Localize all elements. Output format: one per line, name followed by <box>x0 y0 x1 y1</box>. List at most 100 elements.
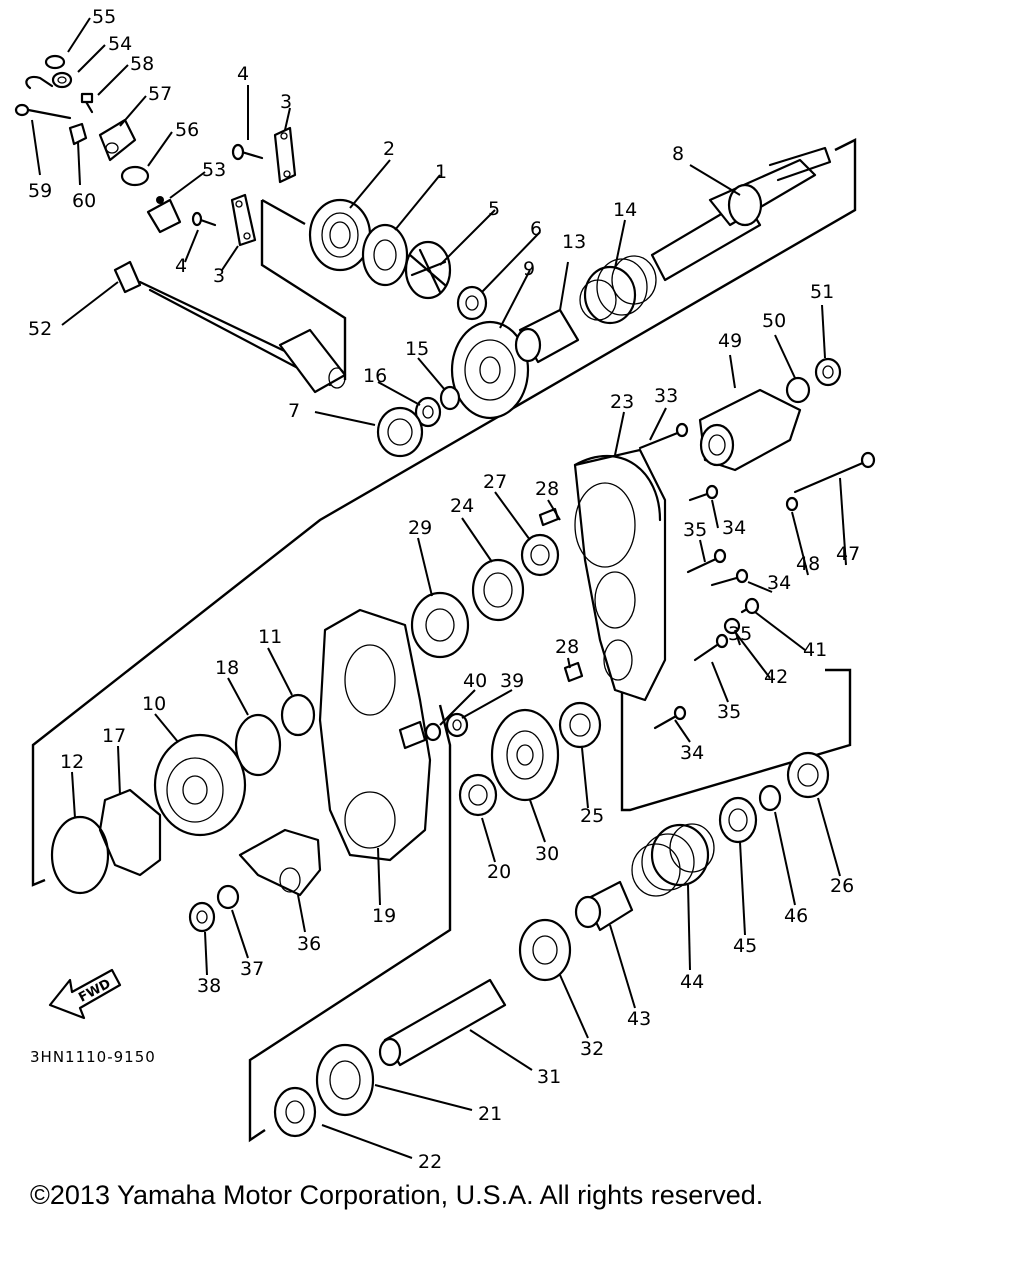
callout: 42 <box>764 666 788 688</box>
callout: 45 <box>733 935 757 957</box>
drive-shaft-group <box>450 146 832 420</box>
callout: 8 <box>672 143 684 165</box>
leader-line <box>839 477 847 566</box>
leader-line <box>674 719 691 743</box>
callout: 11 <box>258 626 282 648</box>
leader-line <box>439 689 476 726</box>
callout: 9 <box>523 258 535 280</box>
callout: 34 <box>767 572 791 594</box>
leader-line <box>689 164 741 196</box>
callout: 6 <box>530 218 542 240</box>
callout: 47 <box>836 543 860 565</box>
callout: 4 <box>175 255 187 277</box>
leader-line <box>119 95 147 127</box>
leader-line <box>377 381 421 406</box>
callout: 10 <box>142 693 166 715</box>
case-cover <box>573 448 667 702</box>
leader-line <box>481 231 541 293</box>
leader-line <box>117 745 121 796</box>
callout: 51 <box>810 281 834 303</box>
callout: 26 <box>830 875 854 897</box>
callout: 34 <box>680 742 704 764</box>
callout: 32 <box>580 1038 604 1060</box>
callout: 41 <box>803 639 827 661</box>
callout: 35 <box>717 701 741 723</box>
leader-line <box>297 894 306 933</box>
small-bearings <box>376 385 461 458</box>
callout: 29 <box>408 517 432 539</box>
callout: 28 <box>535 478 559 500</box>
callout: 49 <box>718 330 742 352</box>
shift-shaft <box>113 196 347 394</box>
callout: 24 <box>450 495 474 517</box>
leader-line <box>71 771 76 819</box>
callout: 12 <box>60 751 84 773</box>
callout: 46 <box>784 905 808 927</box>
leader-line <box>821 304 826 359</box>
mid-upper-parts <box>410 507 584 683</box>
callout: 15 <box>405 338 429 360</box>
callout: 30 <box>535 843 559 865</box>
callout: 16 <box>363 365 387 387</box>
leader-line <box>729 354 736 389</box>
callout: 59 <box>28 180 52 202</box>
leader-line <box>609 924 636 1009</box>
leader-line <box>559 261 569 311</box>
leader-line <box>377 847 381 906</box>
callout: 43 <box>627 1008 651 1030</box>
leader-line <box>77 141 81 186</box>
callout: 7 <box>288 400 300 422</box>
callout: 2 <box>383 138 395 160</box>
leader-line <box>499 269 531 329</box>
callout: 60 <box>72 190 96 212</box>
copyright-notice: ©2013 Yamaha Motor Corporation, U.S.A. A… <box>30 1180 764 1210</box>
leader-line <box>699 539 706 563</box>
leader-line <box>791 511 809 576</box>
callout: 35 <box>683 519 707 541</box>
leader-line <box>559 974 589 1039</box>
leader-line <box>461 517 493 563</box>
leader-line <box>774 811 796 906</box>
main-case <box>318 608 432 862</box>
link-parts <box>191 126 297 247</box>
callout: 1 <box>435 161 447 183</box>
callout: 58 <box>130 53 154 75</box>
callout: 57 <box>148 83 172 105</box>
leader-line <box>711 499 719 529</box>
bolts <box>638 422 876 730</box>
callout: 28 <box>555 636 579 658</box>
callout: 39 <box>500 670 524 692</box>
left-cover-parts <box>50 693 316 895</box>
callout: 27 <box>483 471 507 493</box>
callout: 48 <box>796 553 820 575</box>
callout: 22 <box>418 1151 442 1173</box>
leader-line <box>169 171 206 199</box>
rear-yoke <box>698 357 842 472</box>
callout: 21 <box>478 1103 502 1125</box>
leader-line <box>567 657 571 669</box>
leader-line <box>284 107 291 131</box>
leader-line <box>754 611 806 651</box>
leader-line <box>154 713 179 743</box>
leader-line <box>394 174 441 231</box>
leader-line <box>417 537 433 597</box>
callout-numbers: 55 54 58 57 56 59 60 4 3 53 4 3 52 2 1 5… <box>28 6 860 1173</box>
leader-line <box>817 797 841 877</box>
leader-line <box>747 581 773 593</box>
callout: 5 <box>488 198 500 220</box>
center-gears <box>424 701 602 817</box>
upper-bearings <box>308 198 488 321</box>
leader-line <box>739 841 746 936</box>
leader-line <box>231 909 249 959</box>
callout: 38 <box>197 975 221 997</box>
callout: 53 <box>202 159 226 181</box>
callout: 50 <box>762 310 786 332</box>
leader-line <box>61 281 119 326</box>
leader-line <box>374 1084 473 1111</box>
callout: 56 <box>175 119 199 141</box>
leader-line <box>67 17 91 53</box>
shift-lever-parts <box>14 54 150 187</box>
callout: 35 <box>728 623 752 645</box>
leader-line <box>417 357 446 391</box>
leader-line <box>77 44 106 73</box>
